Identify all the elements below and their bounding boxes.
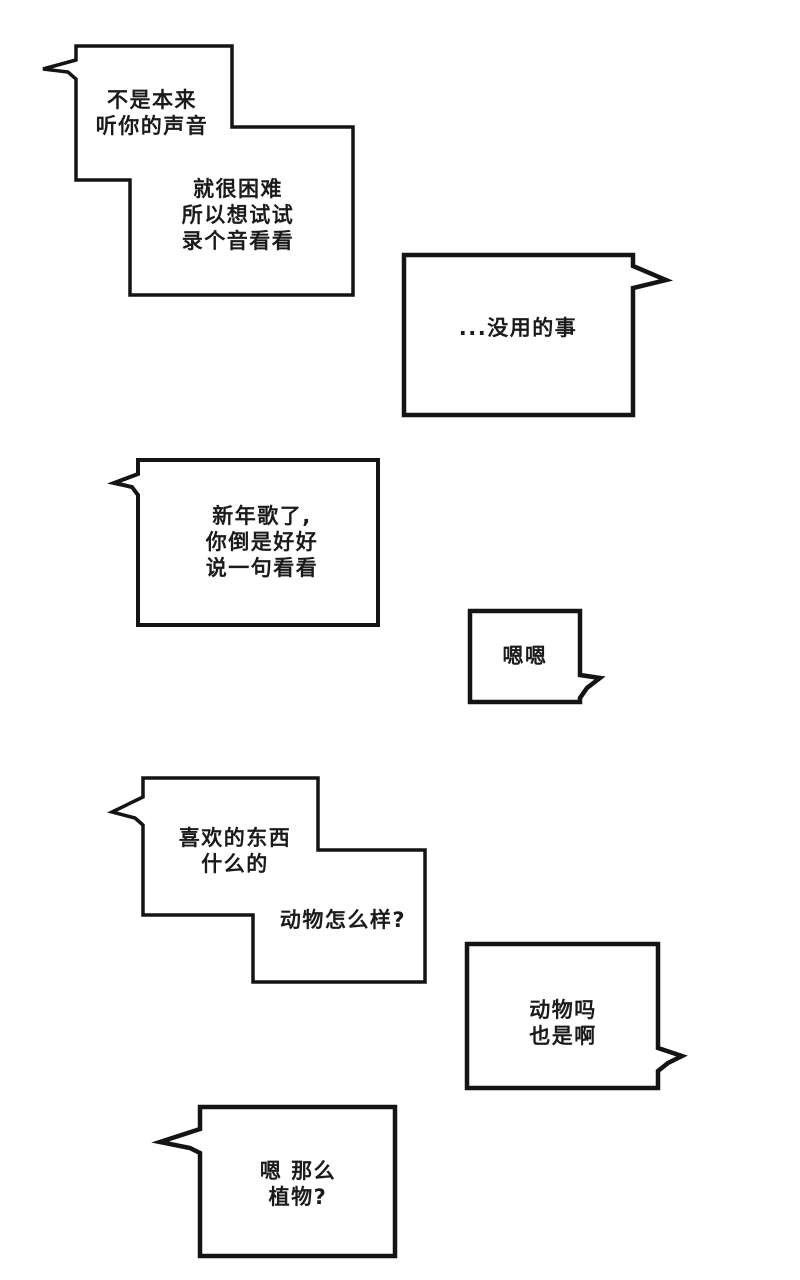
bubble-recording-text-upper: 不是本来 听你的声音 [96,87,209,139]
dialogue-line: 新年歌了, [212,504,312,528]
dialogue-line: 不是本来 [107,88,197,112]
dialogue-line: 嗯 那么 [259,1159,337,1183]
dialogue-line: 植物? [268,1185,328,1209]
dialogue-line: 就很困难 [193,177,283,201]
dialogue-line: 什么的 [201,852,269,876]
speech-bubble-favorite-things [106,776,427,984]
bubble-favorite-things-text-upper: 喜欢的东西 什么的 [179,825,292,877]
dialogue-line: 你倒是好好 [205,530,319,554]
bubble-favorite-things-text-lower: 动物怎么样? [280,907,406,933]
speech-bubble-animals [464,941,688,1091]
bubble-mhm-text: 嗯嗯 [503,643,548,669]
speech-bubble-mhm [467,608,606,705]
speech-bubble-useless [401,252,674,418]
dialogue-line: 嗯嗯 [502,644,548,668]
bubble-plants-text: 嗯 那么 植物? [260,1158,336,1210]
dialogue-line: 说一句看看 [205,556,319,580]
dialogue-line: 所以想试试 [181,203,295,227]
dialogue-line: 听你的声音 [95,114,209,138]
bubble-new-year-song-text: 新年歌了, 你倒是好好 说一句看看 [206,503,319,581]
dialogue-line: 也是啊 [529,1024,597,1048]
bubble-useless-text: ...没用的事 [459,315,577,341]
bubble-recording-text-lower: 就很困难 所以想试试 录个音看看 [182,176,295,254]
dialogue-line: 录个音看看 [181,229,295,253]
dialogue-line: ...没用的事 [458,316,578,340]
bubble-animals-text: 动物吗 也是啊 [529,997,597,1049]
dialogue-line: 动物怎么样? [279,908,407,932]
dialogue-line: 动物吗 [529,998,597,1022]
dialogue-line: 喜欢的东西 [178,826,292,850]
speech-bubble-plants [151,1104,398,1259]
speech-bubble-recording [42,44,355,297]
speech-bubble-new-year-song [106,458,380,627]
